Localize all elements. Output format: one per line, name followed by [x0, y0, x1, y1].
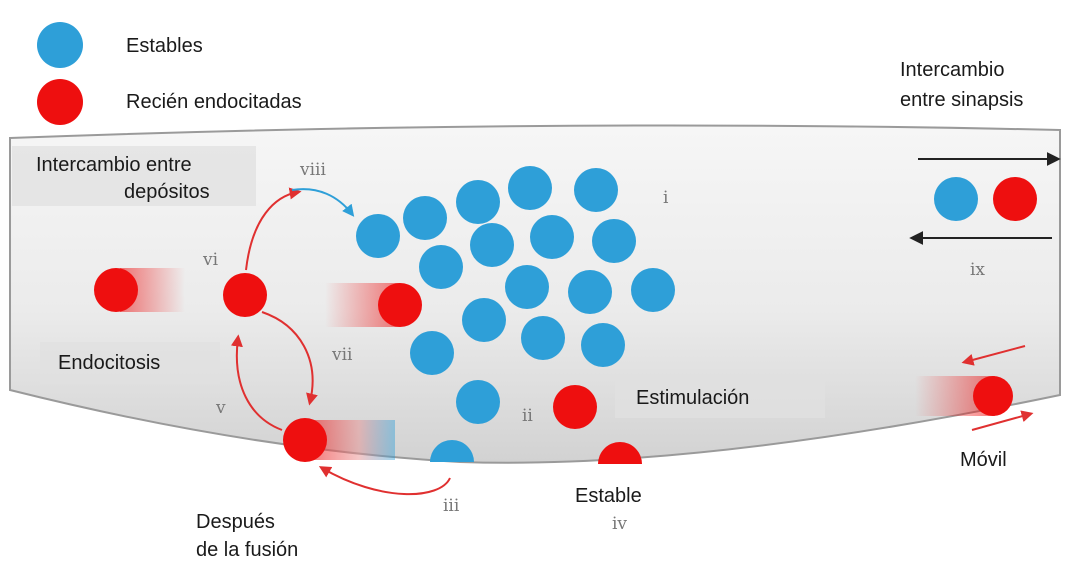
- vesicle-stable: [530, 215, 574, 259]
- vesicle-cluster-stable: [356, 166, 675, 424]
- roman-vi: vi: [203, 250, 219, 270]
- label-after-fusion-line2: de la fusión: [196, 539, 299, 561]
- roman-iii: iii: [443, 496, 460, 516]
- roman-i: i: [663, 188, 669, 208]
- legend-new-label: Recién endocitadas: [126, 91, 302, 113]
- arrow-mobile-right: [971, 410, 1034, 431]
- label-exchange-pools-line1: Intercambio entre: [36, 154, 192, 176]
- label-exchange-synapses-line1: Intercambio: [900, 59, 1005, 81]
- legend-stable-dot: [37, 22, 83, 68]
- vesicle-docked-stable: [430, 440, 474, 462]
- vesicle-stable: [462, 298, 506, 342]
- vesicle-new-stimulation: [553, 385, 597, 429]
- vesicle-stable: [508, 166, 552, 210]
- roman-viii: viii: [300, 160, 326, 180]
- vesicle-stable: [631, 268, 675, 312]
- vesicle-stable: [456, 180, 500, 224]
- label-exchange-pools-line2: depósitos: [124, 181, 210, 203]
- arrow-iii: [318, 466, 451, 496]
- vesicle-mobile: [915, 376, 1013, 416]
- vesicle-stable: [456, 380, 500, 424]
- arrow-mobile-left: [961, 345, 1026, 366]
- roman-vii: vii: [332, 345, 353, 365]
- vesicle-stable: [574, 168, 618, 212]
- vesicle-stable: [470, 223, 514, 267]
- roman-ix: ix: [970, 260, 986, 280]
- vesicle-docked-new: [598, 442, 642, 464]
- vesicle-stable: [581, 323, 625, 367]
- endocytosed-vesicle-moving-right: [325, 283, 422, 327]
- vesicle-stable: [505, 265, 549, 309]
- vesicle-stable: [356, 214, 400, 258]
- label-box-stimulation: [615, 376, 825, 418]
- arrow-vi: [245, 187, 302, 271]
- label-box-exchange-pools: [12, 146, 256, 206]
- label-mobile: Móvil: [960, 449, 1007, 471]
- label-endocytosis: Endocitosis: [58, 352, 161, 374]
- vesicle-stable: [521, 316, 565, 360]
- arrow-v: [230, 334, 283, 431]
- arrow-viii: [291, 188, 355, 217]
- legend-new-dot: [37, 79, 83, 125]
- vesicle-stable: [568, 270, 612, 314]
- roman-v: v: [216, 398, 226, 418]
- roman-ii: ii: [522, 406, 533, 426]
- vesicle-exchange-stable: [934, 177, 978, 221]
- label-box-endocytosis: [40, 342, 220, 384]
- roman-iv: iv: [612, 514, 628, 534]
- vesicle-new-vi: [223, 273, 267, 317]
- vesicle-stable: [410, 331, 454, 375]
- arrow-vii: [261, 311, 318, 406]
- vesicle-stable: [403, 196, 447, 240]
- label-stimulation: Estimulación: [636, 387, 750, 409]
- label-stable: Estable: [575, 485, 642, 507]
- label-exchange-synapses-line2: entre sinapsis: [900, 89, 1024, 111]
- vesicle-exchange-new: [993, 177, 1037, 221]
- label-after-fusion-line1: Después: [196, 511, 275, 533]
- fusion-vesicle: [283, 418, 395, 462]
- legend-stable-label: Estables: [126, 35, 203, 57]
- vesicle-stable: [592, 219, 636, 263]
- vesicle-stable: [419, 245, 463, 289]
- endocytosed-vesicle-moving-left: [94, 268, 185, 312]
